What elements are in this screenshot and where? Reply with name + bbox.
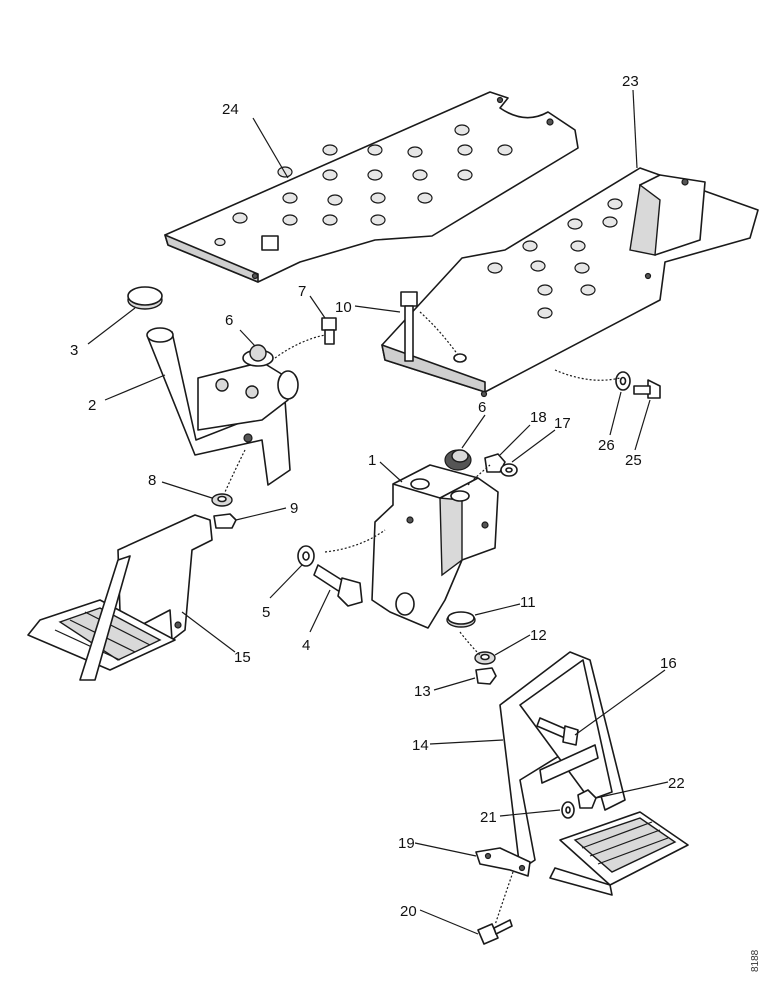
callout-16: 16: [660, 655, 677, 672]
bolt-4: [313, 564, 363, 607]
bolt-10: [400, 291, 418, 362]
callout-25: 25: [625, 452, 642, 469]
callout-26: 26: [598, 437, 615, 454]
callout-23: 23: [622, 73, 639, 90]
callout-22: 22: [668, 775, 685, 792]
washer-12: [474, 651, 496, 665]
callout-17: 17: [554, 415, 571, 432]
bolt-7: [321, 317, 337, 345]
nut-13: [475, 667, 497, 685]
callout-13: 13: [414, 683, 431, 700]
plate-24-studs: [214, 124, 513, 247]
mounting-bracket-1: [371, 464, 499, 629]
callout-leaders: [87, 89, 669, 935]
callout-15: 15: [234, 649, 251, 666]
callout-7: 7: [298, 283, 306, 300]
callout-9: 9: [290, 500, 298, 517]
callout-5: 5: [262, 604, 270, 621]
floor-plate-left: [164, 91, 579, 283]
callout-1: 1: [368, 452, 376, 469]
callout-19: 19: [398, 835, 415, 852]
bolt-16: [536, 717, 579, 746]
assembly-leaders: [224, 311, 621, 926]
washer-8: [211, 493, 233, 507]
callout-20: 20: [400, 903, 417, 920]
callout-6-lower: 6: [478, 399, 486, 416]
pipe-bracket-2: [146, 327, 299, 486]
step-14: [499, 651, 689, 896]
floor-plate-right: [381, 167, 759, 398]
callout-2: 2: [88, 397, 96, 414]
strap-19: [475, 847, 531, 877]
cap-3: [127, 286, 163, 310]
callout-18: 18: [530, 409, 547, 426]
callout-12: 12: [530, 627, 547, 644]
drawing-code: 8188: [750, 949, 761, 972]
plate-23-studs: [487, 198, 623, 319]
washer-26: [615, 371, 631, 391]
plate-24-nut: [261, 235, 279, 251]
nut-22: [577, 789, 597, 809]
callout-24: 24: [222, 101, 239, 118]
washer-11: [446, 611, 476, 628]
callout-6-upper: 6: [225, 312, 233, 329]
callout-4: 4: [302, 637, 310, 654]
washer-21: [561, 801, 575, 819]
callout-11: 11: [520, 594, 536, 611]
callout-21: 21: [480, 809, 497, 826]
callout-8: 8: [148, 472, 156, 489]
fastener-6-upper: [242, 344, 274, 367]
callout-10: 10: [335, 299, 352, 316]
fastener-6-lower: [444, 449, 472, 471]
washer-5: [297, 545, 315, 567]
step-15: [27, 514, 213, 681]
washer-17: [500, 463, 518, 477]
bolt-25: [633, 379, 661, 399]
callout-labels: 24 23 3 2 6 7 10 8 9 6 18 17 1 26 25 5 4…: [70, 73, 761, 972]
bolt-20: [477, 919, 513, 945]
nut-9: [213, 513, 237, 529]
callout-14: 14: [412, 737, 429, 754]
callout-3: 3: [70, 342, 78, 359]
